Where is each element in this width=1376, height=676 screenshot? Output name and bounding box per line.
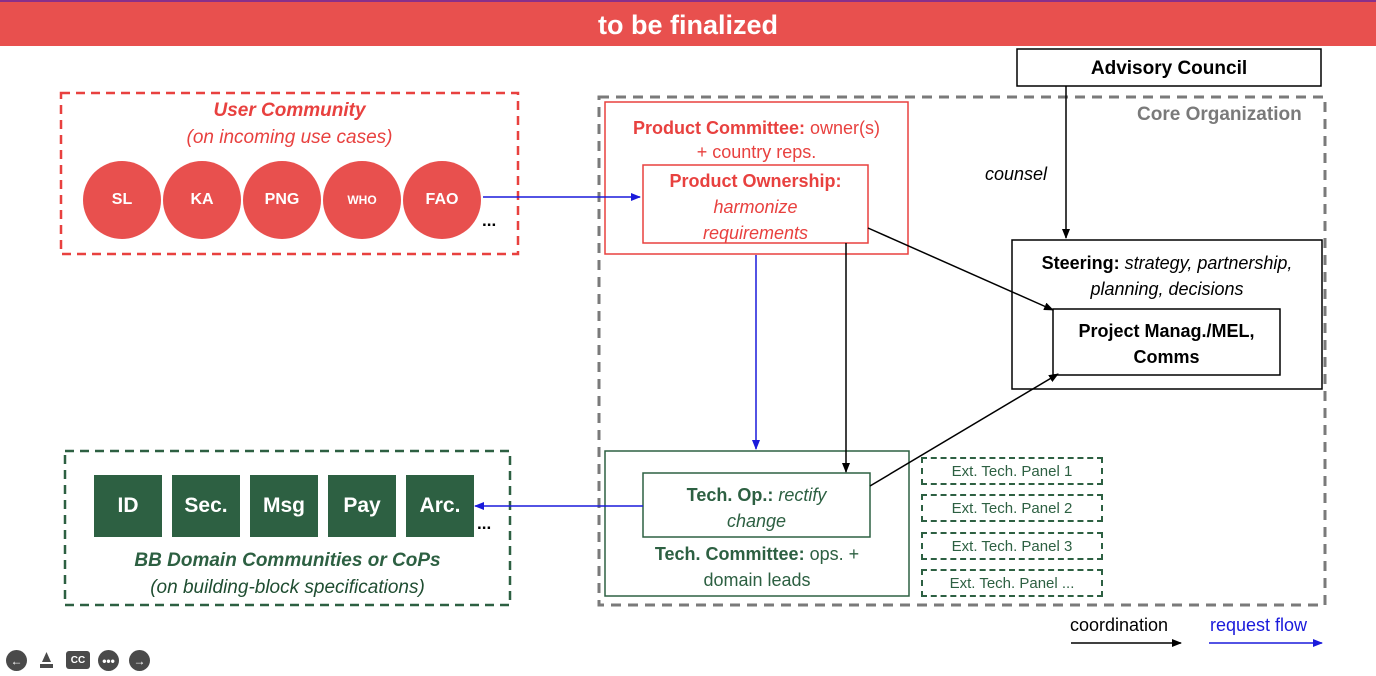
member-circle-png: PNG [243,161,321,239]
user-community-more: ... [482,211,497,230]
core-organization-label: Core Organization [1137,104,1302,125]
user-community-box [59,91,520,256]
member-circle-ka: KA [163,161,241,239]
domain-square-pay: Pay [328,475,396,537]
more-icon[interactable]: ••• [98,650,119,671]
product-committee-rest: owner(s) [805,118,881,138]
product-committee-label: Product Committee: owner(s) + country re… [605,116,908,164]
tech-op-label: Tech. Op.: rectify change [643,482,870,534]
coordination-arrow-ownership-to-pm [867,227,1054,311]
tech-op-bold: Tech. Op.: [686,485,774,505]
tech-op-rest: rectify [773,485,827,505]
project-management-label: Project Manag./MEL, Comms [1053,318,1280,370]
product-ownership-box [642,164,869,244]
member-circle-fao: FAO [403,161,481,239]
ext-tech-panel-1: Ext. Tech. Panel 1 [921,457,1103,485]
product-ownership-bold: Product Ownership: [669,171,842,191]
steering-bold: Steering: [1041,253,1120,273]
ext-tech-panel-2: Ext. Tech. Panel 2 [921,494,1103,522]
product-committee-line2: + country reps. [696,142,817,162]
banner-title: to be finalized [0,0,1376,46]
product-ownership-line2: harmonize [713,197,798,217]
steering-label: Steering: strategy, partnership, plannin… [1012,250,1322,302]
bb-communities-subtitle: (on building-block specifications) [150,577,425,598]
project-management-box [1052,308,1281,376]
domain-square-id: ID [94,475,162,537]
domain-square-arc: Arc. [406,475,474,537]
member-circle-who: WHO [323,161,401,239]
forward-icon[interactable]: → [129,650,150,671]
back-icon[interactable]: ← [6,650,27,671]
member-circle-sl: SL [83,161,161,239]
ext-tech-panel-more: Ext. Tech. Panel ... [921,569,1103,597]
core-organization-box [597,95,1327,607]
coordination-arrow-techop-to-pm [869,373,1059,487]
domain-square-msg: Msg [250,475,318,537]
bb-communities-more: ... [477,514,492,533]
user-community-subtitle: (on incoming use cases) [186,127,393,148]
pointer-icon[interactable] [36,650,57,671]
advisory-council-label: Advisory Council [1090,58,1248,79]
ext-tech-panel-3: Ext. Tech. Panel 3 [921,532,1103,560]
tech-committee-line2: domain leads [703,570,811,590]
tech-op-line2: change [726,511,787,531]
project-management-line2: Comms [1133,347,1200,367]
project-management-line1: Project Manag./MEL, [1078,321,1255,341]
bb-communities-title: BB Domain Communities or CoPs [134,550,441,571]
tech-committee-label: Tech. Committee: ops. + domain leads [605,541,909,593]
product-ownership-line3: requirements [702,223,809,243]
tech-committee-rest: ops. + [804,544,860,564]
legend-request-flow: request flow [1210,615,1308,635]
domain-square-sec: Sec. [172,475,240,537]
steering-line2: planning, decisions [1090,279,1244,299]
tech-op-box [642,472,871,538]
counsel-label: counsel [985,164,1048,184]
user-community-title: User Community [213,100,366,121]
legend-coordination: coordination [1070,615,1169,635]
product-committee-bold: Product Committee: [632,118,805,138]
product-ownership-label: Product Ownership: harmonize requirement… [643,168,868,246]
captions-icon[interactable]: CC [66,651,90,669]
advisory-council-box [1016,48,1322,87]
tech-committee-bold: Tech. Committee: [654,544,805,564]
steering-rest: strategy, partnership, [1119,253,1293,273]
